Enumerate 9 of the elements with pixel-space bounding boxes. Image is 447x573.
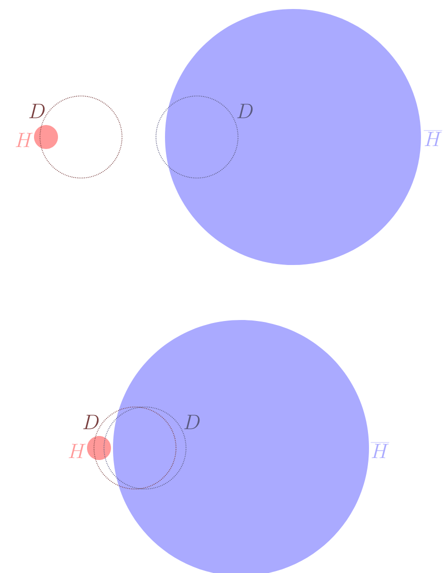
node-label: $\overline{H}$: [424, 130, 442, 146]
circle-label: $D$: [83, 414, 99, 430]
circle-label: $D$: [184, 414, 200, 430]
node-label: $H$: [16, 132, 33, 148]
circle-label: $D$: [237, 104, 253, 118]
node-label: $\overline{H}$: [370, 442, 390, 458]
node-label: $H$: [68, 444, 86, 458]
dotted-circle: [156, 96, 238, 178]
circle-label: $D$: [29, 104, 45, 118]
